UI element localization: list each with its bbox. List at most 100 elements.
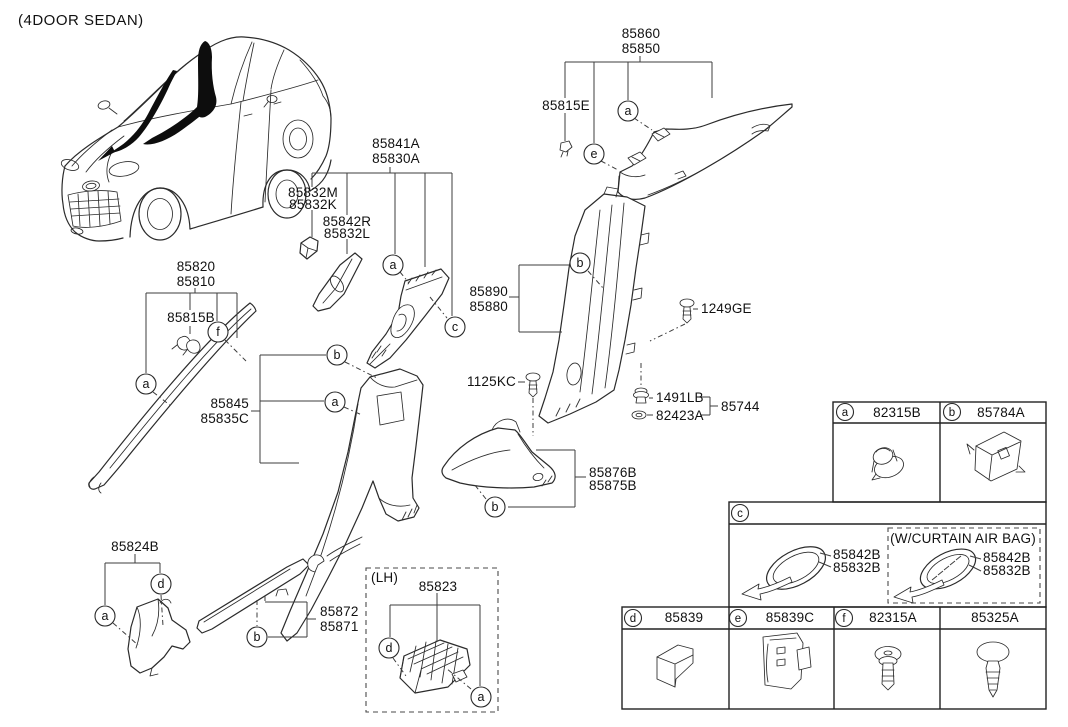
callout-letter: b [254,630,261,644]
cell-letter: a [842,407,849,419]
callout-letter: d [158,577,165,591]
label-line: 85830A [372,151,420,166]
label-bracket-85744: 85744 [721,399,760,414]
part-upper-inner-trim [312,252,363,312]
highlighted-a-pillar-trim [110,70,177,153]
label-line: 85880 [469,299,508,314]
callout-c-upper: c [444,316,466,338]
label-line: 85842R [323,214,372,229]
part-cowl-side-trim [127,598,191,677]
label-front-pillar: 85820 85810 [177,259,216,289]
cell-part-number: 82315B [873,405,921,420]
callout-f-front-pillar: f [207,321,229,343]
curtain-airbag-title: (W/CURTAIN AIR BAG) [890,531,1036,546]
label-line: 85875B [589,478,637,493]
label-upper-inner: 85842R 85832L [323,214,372,241]
label-center-rh: 85890 85880 [469,284,508,314]
callout-letter: a [332,395,339,409]
screw-1249GE-icon [679,298,695,324]
label-washer-82423A: 82423A [656,408,704,423]
cover-85842B-icon [741,546,832,601]
label-center-lh: 85845 85835C [201,396,249,426]
label-cowl-trim: 85824B [111,539,159,554]
grommet-82315B-icon [871,447,904,481]
leader-lines-rear-pillar [564,56,713,171]
clip-85815B-icon [171,335,201,356]
curtain-airbag-box [887,527,1041,604]
label-rear-pillar: 85860 85850 [622,26,661,56]
front-wheel [138,187,182,241]
cell-part-number: 82315A [869,610,917,625]
part-center-pillar-lower-lh [280,368,424,642]
label-line: 85872 [320,604,359,619]
label-screw-1249GE: 1249GE [701,301,752,316]
cover-85842B-curtain-icon [893,548,982,604]
cell-part-number: 85839 [665,610,704,625]
label-line: 85871 [320,619,359,634]
callout-letter: a [390,258,397,272]
clip-85815E-icon [559,140,573,158]
leader-lines-center-upper [311,167,453,319]
leader-lines-rear-scuff [473,449,586,508]
leader-lines-sill [256,596,316,638]
label-lh-note: (LH) [371,570,398,585]
callout-a-rear-pillar: a [617,100,639,122]
label-line: 85860 [622,26,661,41]
page-title: (4DOOR SEDAN) [18,12,144,29]
part-side-sill-trim [196,536,363,634]
leader-lines-front-pillar [145,288,247,407]
screw-85325A-icon [976,641,1010,698]
rivet-82315A-icon [874,646,902,691]
cell-letter: c [737,508,743,520]
clip-85784A-icon [966,431,1026,482]
clip-85839C-icon [762,632,812,690]
table-cell-header-a: a 82315B [835,402,921,422]
leader-lines-cowl [104,554,164,646]
cell-part-number: 85784A [977,405,1025,420]
label-line: 85850 [622,41,661,56]
label-line: 85841A [372,136,420,151]
headlamp [60,159,80,171]
leader-lines-fasteners [518,308,718,436]
lh-variant-box [365,567,499,713]
washer-82423A-icon [631,410,647,420]
part-cover-cap [299,236,319,260]
callout-b-center-lh: b [326,344,348,366]
label-clip-85815B: 85815B [167,310,215,325]
screw-1125KC-icon [525,372,541,398]
callout-d-footrest: d [378,637,400,659]
callout-letter: a [625,104,632,118]
part-center-pillar-lower-rh [538,186,650,424]
label-line: 85890 [469,284,508,299]
fog-lamp [70,227,84,235]
callout-e-rear-pillar: e [583,143,605,165]
label-center-upper-asm: 85841A 85830A [372,136,420,166]
cell-part-number: 85839C [766,610,815,625]
label-line: 85820 [177,259,216,274]
callout-letter: e [591,147,598,161]
callout-letter: f [216,325,220,339]
label-line: 85832K [289,197,337,212]
label-cover-curtain-1: 85842B [983,550,1031,565]
callout-b-sill: b [246,626,268,648]
grommet-1491LB-icon [633,387,649,404]
callout-a-footrest: a [470,686,492,708]
callout-letter: b [334,348,341,362]
label-cover-std-2: 85832B [833,560,881,575]
cell-part-number: 85325A [971,610,1019,625]
label-line: 85810 [177,274,216,289]
callout-letter: a [478,690,485,704]
car-roofline [64,36,332,180]
callout-letter: a [102,609,109,623]
removal-arrow-icon [893,579,945,604]
callout-letter: b [492,500,499,514]
callout-d-cowl: d [150,573,172,595]
left-mirror [97,100,111,110]
callout-letter: a [143,377,150,391]
label-clip-85815E: 85815E [542,98,590,113]
